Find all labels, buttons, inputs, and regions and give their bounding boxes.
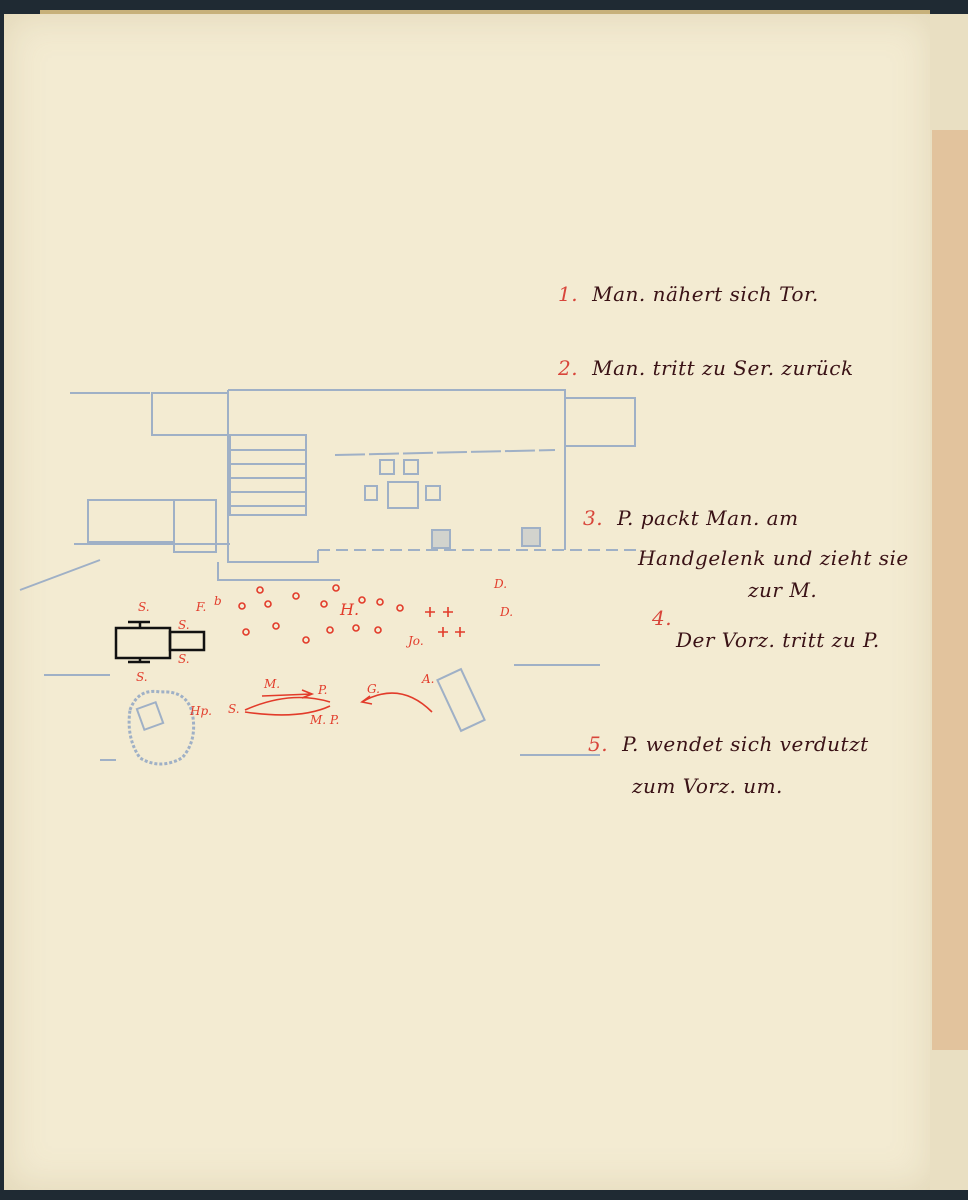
sketch-label: D. bbox=[500, 605, 514, 619]
note-text: P. packt Man. am bbox=[617, 506, 799, 530]
sketch-label: F. bbox=[196, 600, 207, 614]
sketch-label: G. bbox=[367, 682, 380, 696]
note-number: 5. bbox=[588, 732, 609, 756]
note-3-line-2: Handgelenk und zieht sie bbox=[638, 546, 909, 570]
note-number: 4. bbox=[652, 606, 673, 630]
sketch-label: M. bbox=[264, 677, 281, 691]
note-2: 2. Man. tritt zu Ser. zurück bbox=[558, 356, 854, 380]
page-tab bbox=[932, 130, 968, 1050]
note-text: Man. nähert sich Tor. bbox=[592, 282, 819, 306]
sketch-label: S. bbox=[178, 652, 190, 666]
sketch-label: A. bbox=[422, 672, 435, 686]
sketch-label: S. bbox=[138, 600, 150, 614]
note-4-number: 4. bbox=[652, 606, 686, 630]
note-3-line-3: zur M. bbox=[748, 578, 818, 602]
sketch-label: M. P. bbox=[310, 713, 340, 727]
sketch-label: H. bbox=[340, 600, 360, 619]
note-5: 5. P. wendet sich verdutzt bbox=[588, 732, 869, 756]
notebook-page bbox=[4, 14, 934, 1190]
note-3: 3. P. packt Man. am bbox=[583, 506, 799, 530]
sketch-label: b bbox=[214, 594, 222, 608]
sketch-label: D. bbox=[494, 577, 508, 591]
note-number: 3. bbox=[583, 506, 604, 530]
sketch-label: S. bbox=[228, 702, 240, 716]
note-1: 1. Man. nähert sich Tor. bbox=[558, 282, 819, 306]
sketch-label: S. bbox=[136, 670, 148, 684]
sketch-label: Hp. bbox=[190, 704, 212, 718]
note-text: Man. tritt zu Ser. zurück bbox=[592, 356, 854, 380]
note-4: Der Vorz. tritt zu P. bbox=[676, 628, 880, 652]
sketch-label: Jo. bbox=[408, 634, 424, 648]
sketch-label: S. bbox=[178, 618, 190, 632]
note-number: 2. bbox=[558, 356, 579, 380]
note-5-line-2: zum Vorz. um. bbox=[632, 774, 783, 798]
note-text: P. wendet sich verdutzt bbox=[622, 732, 869, 756]
note-number: 1. bbox=[558, 282, 579, 306]
sketch-label: P. bbox=[318, 683, 328, 697]
